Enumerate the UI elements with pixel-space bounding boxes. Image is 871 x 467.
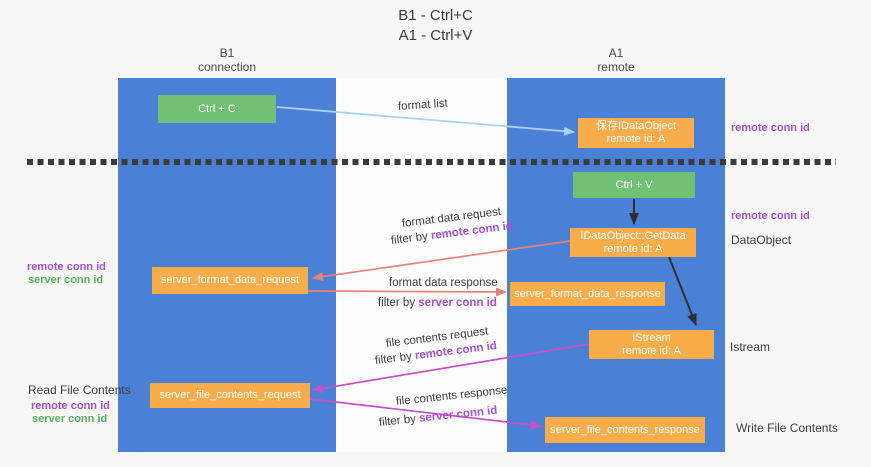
column-b1-subtitle: connection (197, 60, 257, 74)
box-ctrl-c-label: Ctrl + C (198, 102, 236, 115)
box-idataobject-getdata: IDataObject::GetData remote id: A (570, 228, 696, 257)
box-idataobject-getdata-line2: remote id: A (603, 242, 663, 255)
left-label-server-conn-id-top: server conn id (28, 274, 104, 286)
box-server-file-contents-request: server_file_contents_request (150, 383, 310, 408)
left-label-remote-conn-id-top: remote conn id (27, 261, 106, 273)
box-istream-line2: remote id: A (622, 344, 681, 357)
column-b1-name: B1 (219, 46, 235, 60)
server-conn-id-text: server conn id (418, 297, 497, 309)
column-a1-name: A1 (608, 46, 624, 60)
box-save-idataobject-line2: remote id: A (606, 133, 666, 145)
box-server-format-data-request: server_format_data_request (152, 267, 308, 294)
right-label-write-file-contents: Write File Contents (736, 421, 838, 435)
middle-message-lane (336, 78, 507, 452)
title-line-2: A1 - Ctrl+V (398, 27, 473, 44)
box-server-file-contents-response: server_file_contents_response (545, 417, 705, 443)
filter-by-text: filter by (378, 297, 416, 309)
arrow-format-data-response (307, 287, 507, 297)
box-save-idataobject-line1: 保存IDataObject (595, 120, 677, 132)
left-label-remote-conn-id-bottom: remote conn id (31, 400, 110, 412)
right-label-dataobject: DataObject (731, 233, 792, 247)
box-ctrl-v-label: Ctrl + V (615, 178, 653, 191)
column-header-a1: A1 remote (507, 46, 725, 74)
right-label-istream: Istream (730, 340, 771, 354)
flow-label-format-data-response: format data response (389, 277, 498, 289)
left-label-server-conn-id-bottom: server conn id (32, 413, 108, 425)
box-istream: IStream remote id: A (589, 330, 714, 359)
left-label-read-file-contents: Read File Contents (28, 383, 131, 397)
box-idataobject-getdata-line1: IDataObject::GetData (580, 229, 686, 242)
box-server-file-contents-request-label: server_file_contents_request (159, 389, 301, 401)
box-server-format-data-request-label: server_format_data_request (160, 274, 300, 286)
diagram-title: B1 - Ctrl+C A1 - Ctrl+V (0, 6, 871, 46)
box-save-idataobject: 保存IDataObject remote id: A (578, 118, 694, 148)
arrow-format-data-request (312, 240, 571, 282)
box-server-format-data-response-label: server_format_data_response (514, 287, 661, 300)
box-ctrl-c: Ctrl + C (158, 95, 276, 123)
title-line-1: B1 - Ctrl+C (398, 7, 473, 24)
arrow-getdata-to-istream (668, 256, 697, 326)
box-server-format-data-response: server_format_data_response (510, 282, 665, 306)
right-label-remote-conn-id-mid: remote conn id (731, 210, 810, 222)
box-ctrl-v: Ctrl + V (573, 172, 695, 198)
arrow-format-list (276, 106, 575, 136)
flow-label-filter-server-1: filter by server conn id (378, 297, 497, 309)
column-a1-subtitle: remote (597, 60, 635, 74)
box-server-file-contents-response-label: server_file_contents_response (550, 423, 700, 436)
box-istream-line1: IStream (632, 331, 671, 344)
arrow-file-contents-request (312, 343, 590, 393)
column-header-b1: B1 connection (118, 46, 336, 74)
arrow-file-contents-response (309, 398, 542, 430)
right-label-remote-conn-id-top: remote conn id (731, 122, 810, 134)
